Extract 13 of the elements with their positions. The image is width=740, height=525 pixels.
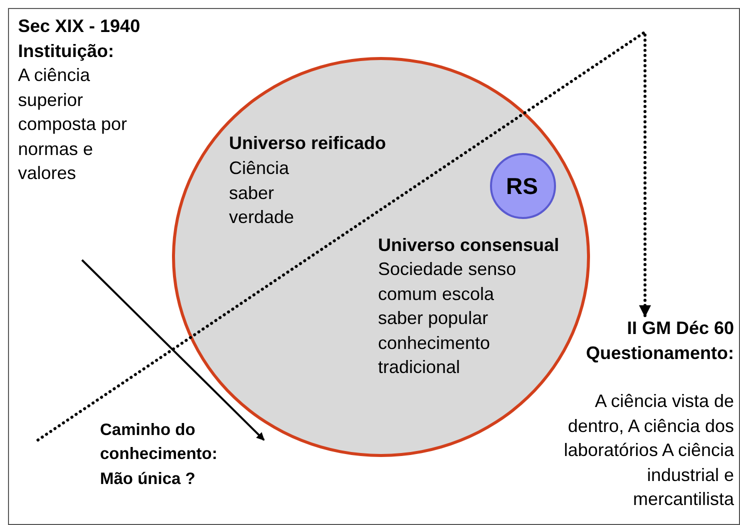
heading-text: RS xyxy=(505,174,539,198)
body-text: Sociedade senso comum escola saber popular conhecimento tradicional xyxy=(378,258,518,379)
arrow xyxy=(36,29,651,442)
heading-text: Caminho do conhecimento: xyxy=(100,420,218,465)
heading-text: II GM Déc 60 Questionamento: xyxy=(584,317,734,364)
heading-text: Universo reificado xyxy=(229,132,388,155)
body-text: A ciência vista de dentro, A ciência dos laboratórios A ciência industrial e mercantilista xyxy=(562,390,734,511)
heading-text: Universo consensual xyxy=(378,234,560,257)
body-text: Ciência saber verdade xyxy=(229,157,296,229)
body-text: A ciência superior composta por normas e valores xyxy=(18,64,128,185)
heading-text: Sec XIX - 1940 Instituição: xyxy=(18,15,142,63)
heading-text: Mão única ? xyxy=(100,469,196,490)
arrow xyxy=(81,259,265,441)
